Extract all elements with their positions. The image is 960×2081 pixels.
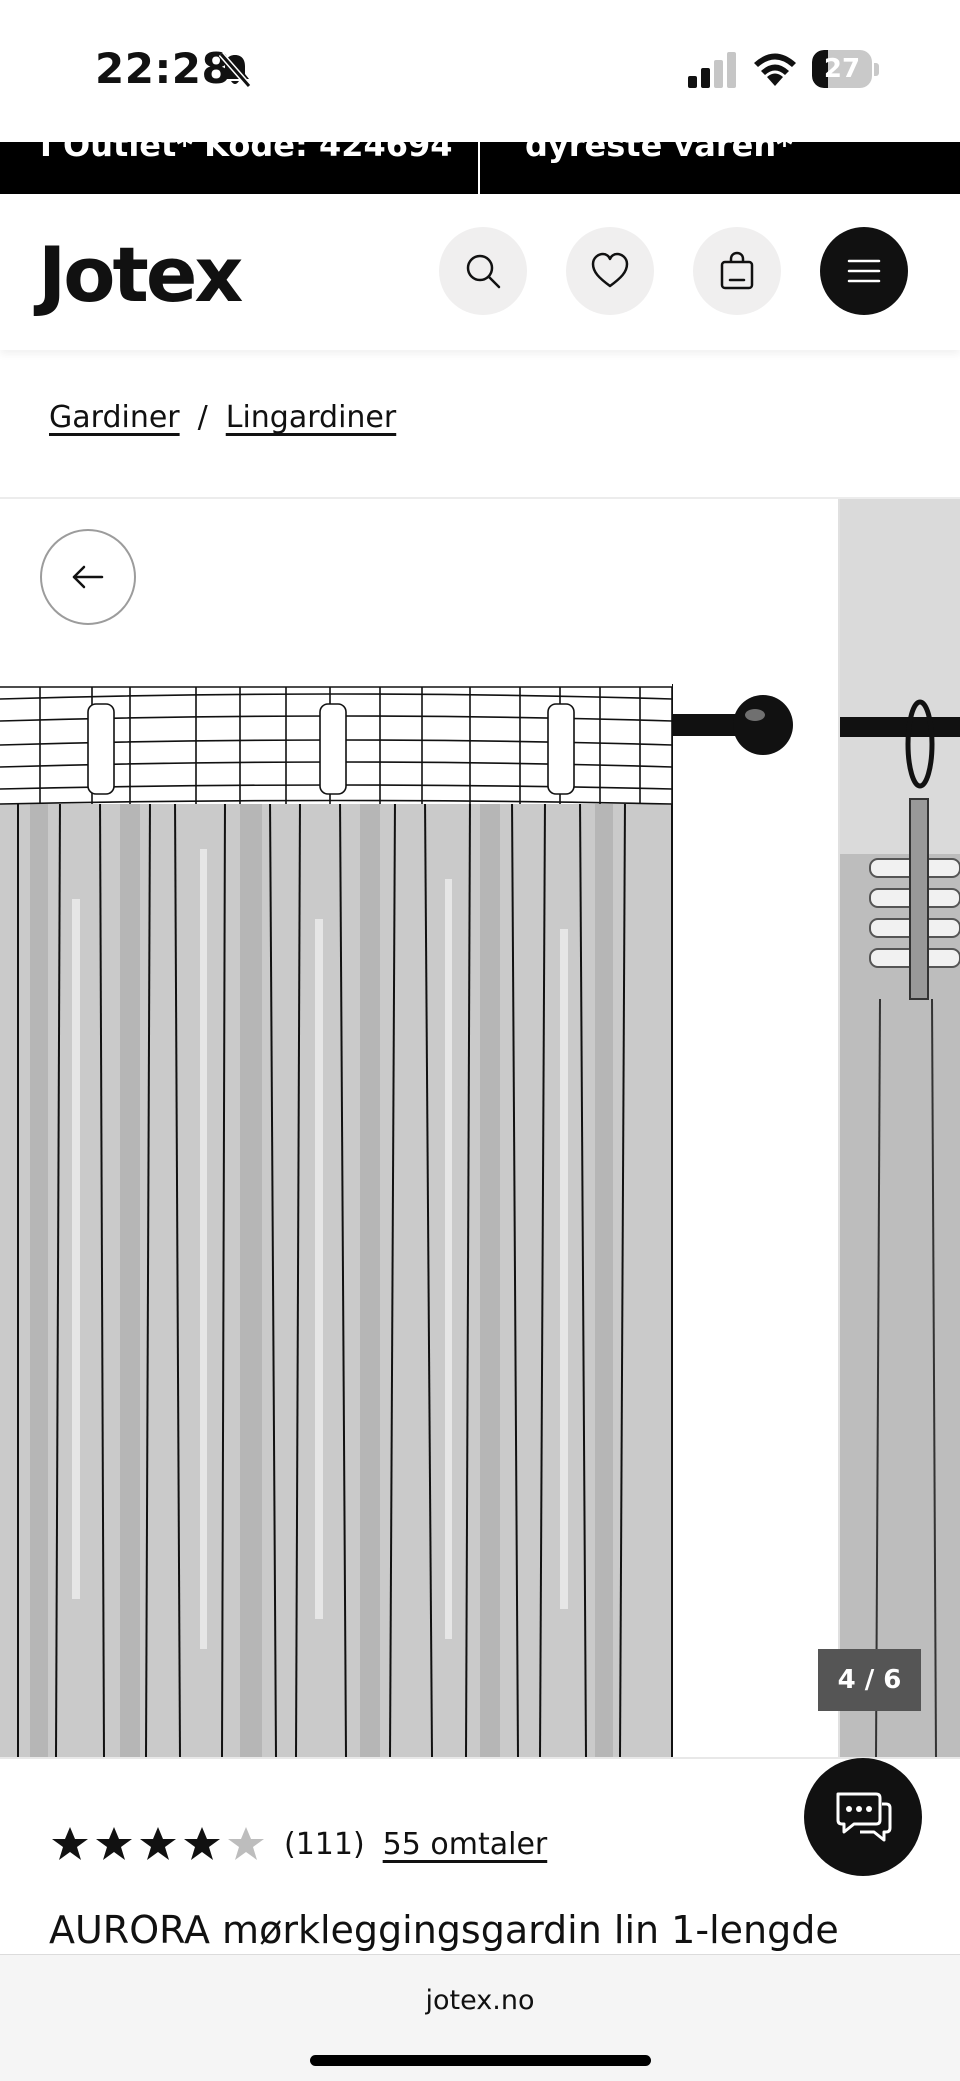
- battery-body: 27: [812, 50, 872, 88]
- star-filled-icon: [140, 1827, 176, 1860]
- battery-fill: [812, 50, 829, 88]
- battery-indicator: 27: [812, 50, 879, 88]
- home-indicator[interactable]: [310, 2055, 651, 2066]
- promo-text-right[interactable]: dyreste varen*: [525, 142, 793, 164]
- star-filled-icon: [52, 1827, 88, 1860]
- breadcrumb: Gardiner / Lingardiner: [49, 400, 396, 435]
- shopping-bag-icon: [720, 251, 754, 290]
- star-filled-icon: [184, 1827, 220, 1860]
- gallery-back-button[interactable]: [40, 529, 136, 625]
- breadcrumb-separator: /: [197, 400, 208, 435]
- star-filled-icon: [96, 1827, 132, 1860]
- status-bar: 22:28 27: [0, 0, 960, 142]
- chat-bubbles-icon: [836, 1792, 892, 1842]
- star-empty-icon: [228, 1827, 264, 1860]
- battery-level: 27: [823, 54, 861, 84]
- wifi-icon: [754, 53, 796, 86]
- curtain-illustration: [0, 684, 793, 1757]
- status-time: 22:28: [95, 44, 232, 93]
- arrow-left-icon: [72, 565, 104, 589]
- chat-button[interactable]: [804, 1758, 922, 1876]
- reviews-link[interactable]: 55 omtaler: [382, 1826, 548, 1862]
- breadcrumb-lingardiner[interactable]: Lingardiner: [225, 400, 397, 435]
- favorites-button[interactable]: [566, 227, 654, 315]
- gallery-slide-current[interactable]: [0, 499, 838, 1757]
- curtain-hook-illustration: [840, 699, 960, 1757]
- cellular-signal-icon: [688, 52, 736, 88]
- gallery-slide-next[interactable]: [838, 499, 960, 1757]
- section-divider: [0, 497, 960, 499]
- search-button[interactable]: [439, 227, 527, 315]
- product-image-gallery[interactable]: 4 / 6: [0, 499, 960, 1757]
- rating-stars: [50, 1824, 266, 1864]
- product-title: AURORA mørkleggingsgardin lin 1-lengde: [49, 1908, 839, 1952]
- site-header: Jotex: [0, 194, 960, 350]
- jotex-logo[interactable]: Jotex: [38, 230, 243, 319]
- cart-button[interactable]: [693, 227, 781, 315]
- gallery-counter: 4 / 6: [818, 1649, 921, 1711]
- promo-divider: [478, 142, 480, 194]
- product-rating: (111) 55 omtaler: [50, 1822, 547, 1866]
- heart-icon: [591, 252, 629, 288]
- promo-banner[interactable]: I Outlet* Kode: 424694 dyreste varen*: [0, 142, 960, 194]
- battery-cap: [874, 63, 879, 76]
- next-slide-preview: [840, 499, 960, 1757]
- breadcrumb-gardiner[interactable]: Gardiner: [49, 400, 180, 435]
- gallery-bottom-divider: [0, 1757, 960, 1759]
- search-icon: [466, 254, 501, 289]
- rating-count: (111): [284, 1826, 365, 1862]
- url-text[interactable]: jotex.no: [425, 1985, 535, 2016]
- menu-button[interactable]: [820, 227, 908, 315]
- menu-icon: [847, 259, 881, 283]
- promo-text-left[interactable]: I Outlet* Kode: 424694: [40, 142, 453, 164]
- bell-slash-icon: [218, 52, 252, 88]
- browser-address-bar[interactable]: jotex.no: [0, 1954, 960, 2081]
